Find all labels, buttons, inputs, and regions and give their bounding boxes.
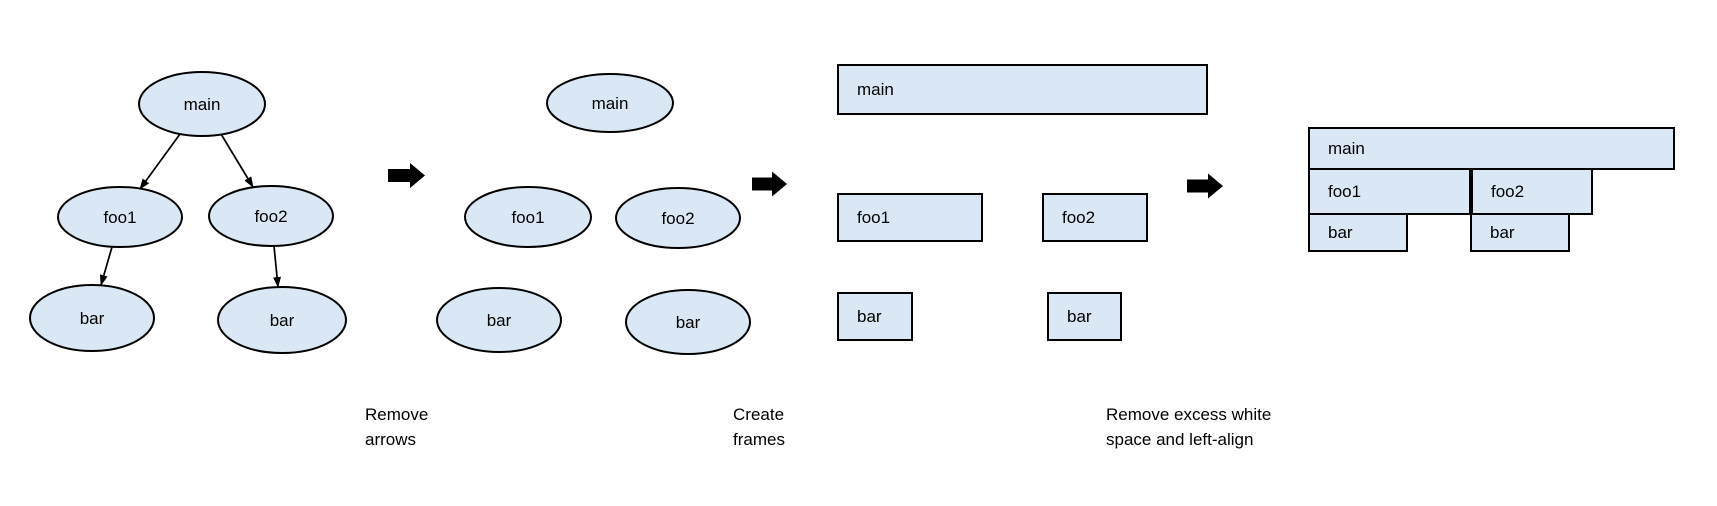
- stage2-bar2-label: bar: [676, 313, 701, 332]
- edge-main-foo2: [220, 133, 254, 188]
- stage2-foo2-node: [615, 187, 741, 249]
- stage2-foo1-label: foo1: [511, 208, 544, 227]
- stage1-foo2-node: [208, 185, 334, 247]
- stage4-foo2-label: foo2: [1491, 182, 1525, 201]
- stage4-main-frame: main: [1308, 127, 1675, 170]
- stage3-main-label: main: [857, 80, 894, 99]
- stage2-foo2-label: foo2: [661, 209, 694, 228]
- stage4-bar2-frame: bar: [1470, 213, 1570, 252]
- step-arrow-3-icon: [1187, 173, 1223, 199]
- edge-main-foo1: [139, 133, 181, 190]
- stage2-main-node: [546, 73, 674, 133]
- stage1-bar1-node: [29, 284, 155, 352]
- stage1-bar2-label: bar: [270, 311, 295, 330]
- stage3-foo1-frame: foo1: [837, 193, 983, 242]
- stage1-foo1-node: [57, 186, 183, 248]
- stage3-foo2-label: foo2: [1062, 208, 1096, 227]
- edge-foo2-bar: [273, 245, 282, 288]
- stage3-bar1-label: bar: [857, 307, 882, 326]
- stage2-bar1-label: bar: [487, 311, 512, 330]
- stage3-bar2-frame: bar: [1047, 292, 1122, 341]
- stage4-bar1-label: bar: [1328, 223, 1353, 242]
- stage4-foo1-frame: foo1: [1308, 168, 1471, 215]
- stage2-main-label: main: [592, 94, 629, 113]
- step3-caption-line2: space and left-align: [1106, 430, 1254, 449]
- stage3-foo1-label: foo1: [857, 208, 891, 227]
- stage2-bar1-node: [436, 287, 562, 353]
- stage4-main-label: main: [1328, 139, 1365, 158]
- stage3-foo2-frame: foo2: [1042, 193, 1148, 242]
- stage4-bar2-label: bar: [1490, 223, 1515, 242]
- stage1-foo1-label: foo1: [103, 208, 136, 227]
- stage1-bar1-label: bar: [80, 309, 105, 328]
- step-arrow-2-icon: [752, 171, 787, 197]
- step1-caption: Remove arrows: [365, 402, 428, 452]
- step1-caption-line1: Remove: [365, 405, 429, 424]
- stage2-no-arrows: main foo1 foo2 bar bar: [436, 73, 751, 355]
- stage3-bar1-frame: bar: [837, 292, 913, 341]
- stage2-bar2-node: [625, 289, 751, 355]
- edge-foo1-bar: [99, 246, 113, 286]
- stage4-bar1-frame: bar: [1308, 213, 1408, 252]
- stage3-bar2-label: bar: [1067, 307, 1092, 326]
- step3-caption: Remove excess white space and left-align: [1106, 402, 1271, 452]
- stage1-call-tree: main foo1 foo2 bar bar: [29, 71, 347, 354]
- stage1-main-label: main: [184, 95, 221, 114]
- step2-caption-line2: frames: [733, 430, 785, 449]
- stage4-foo1-label: foo1: [1328, 182, 1362, 201]
- step3-caption-line1: Remove excess white: [1106, 405, 1272, 424]
- stage1-main-node: [138, 71, 266, 137]
- step-arrow-1-icon: [388, 163, 425, 188]
- step2-caption: Create frames: [733, 402, 785, 452]
- stage1-bar2-node: [217, 286, 347, 354]
- step1-caption-line2: arrows: [365, 430, 417, 449]
- step2-caption-line1: Create: [733, 405, 785, 424]
- stage3-main-frame: main: [837, 64, 1208, 115]
- stage1-foo2-label: foo2: [254, 207, 287, 226]
- stage4-foo2-frame: foo2: [1471, 168, 1593, 215]
- stage2-foo1-node: [464, 186, 592, 248]
